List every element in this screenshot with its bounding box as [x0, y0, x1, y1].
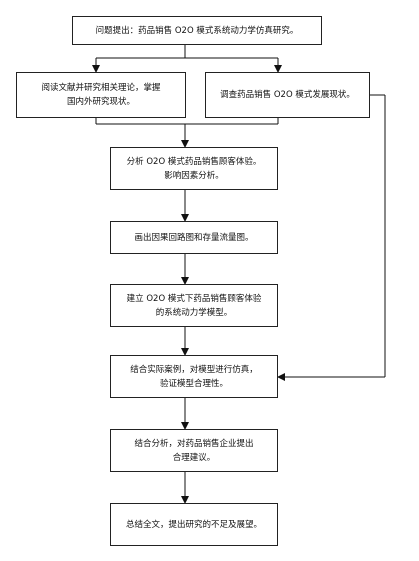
step-problem: 问题提出：药品销售 O2O 模式系统动力学仿真研究。	[72, 16, 322, 45]
step-simulation: 结合实际案例，对模型进行仿真， 验证模型合理性。	[110, 355, 278, 398]
step-suggestions: 结合分析，对药品销售企业提出 合理建议。	[110, 429, 278, 472]
step-literature: 阅读文献并研究相关理论，掌握 国内外研究现状。	[16, 72, 186, 118]
step-analysis: 分析 O2O 模式药品销售顾客体验。 影响因素分析。	[110, 147, 278, 190]
step-causal: 画出因果回路图和存量流量图。	[110, 221, 278, 254]
step-conclusion: 总结全文，提出研究的不足及展望。	[110, 503, 278, 546]
step-model: 建立 O2O 模式下药品销售顾客体验 的系统动力学模型。	[110, 284, 278, 327]
step-survey: 调查药品销售 O2O 模式发展现状。	[205, 72, 370, 118]
